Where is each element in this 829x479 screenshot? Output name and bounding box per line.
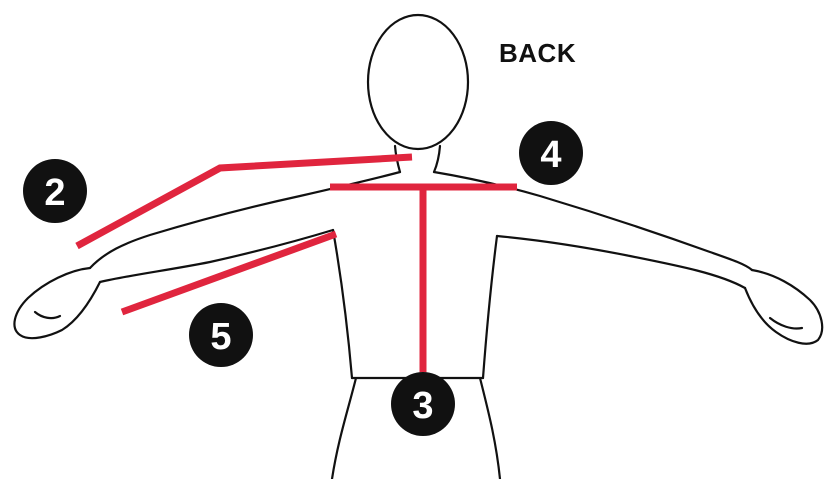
- badge-label-2: 2: [44, 172, 65, 214]
- badge-label-5: 5: [210, 316, 231, 358]
- measurement-lines: [77, 157, 517, 372]
- right-thumb: [770, 318, 802, 329]
- left-thumb: [35, 312, 60, 318]
- measurement-badge-5: 5: [189, 303, 253, 367]
- measurement-badge-3: 3: [391, 372, 455, 436]
- torso-left-side: [333, 230, 352, 378]
- badge-label-4: 4: [540, 134, 561, 176]
- sleeve-length-line: [77, 157, 412, 246]
- right-hand: [745, 270, 822, 344]
- right-arm-lower-edge: [497, 236, 745, 288]
- badge-label-3: 3: [412, 385, 433, 427]
- measurement-badge-4: 4: [519, 121, 583, 185]
- left-hand: [14, 268, 100, 338]
- head: [368, 15, 468, 149]
- view-title: BACK: [499, 38, 576, 69]
- torso-right-side: [483, 236, 497, 378]
- measurement-badge-2: 2: [23, 159, 87, 223]
